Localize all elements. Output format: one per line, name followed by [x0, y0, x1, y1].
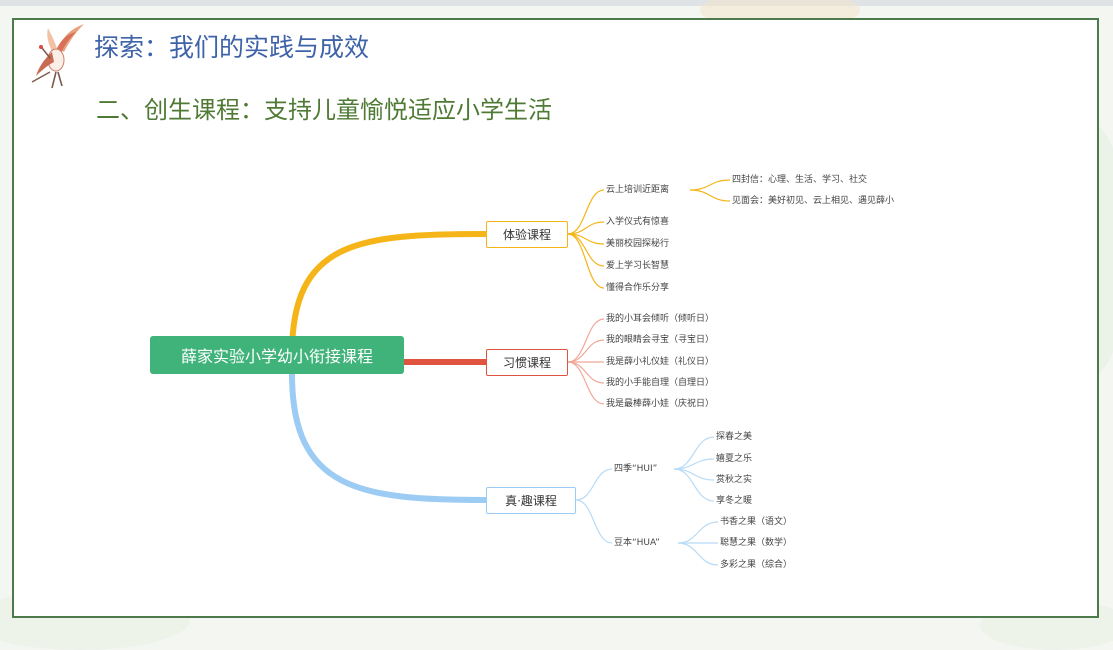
top-bar [0, 0, 1113, 6]
leaf-self-care-day: 我的小手能自理（自理日） [606, 378, 715, 388]
page-title: 探索：我们的实践与成效 [94, 33, 370, 62]
leaf-spring: 探春之美 [716, 432, 753, 442]
leaf-celebration-day: 我是最棒薛小娃（庆祝日） [606, 399, 715, 409]
leaf-campus-explore: 美丽校园探秘行 [606, 239, 670, 249]
branch-experience-course: 体验课程 [486, 221, 568, 248]
leaf-four-seasons: 四季“HUI” [614, 464, 658, 474]
slide-frame [12, 18, 1099, 618]
branch-fun-course: 真·趣课程 [486, 487, 576, 514]
leaf-meeting: 见面会：美好初见、云上相见、遇见薛小 [732, 196, 895, 206]
leaf-enrollment-ceremony: 入学仪式有惊喜 [606, 217, 670, 227]
leaf-four-letters: 四封信：心理、生活、学习、社交 [732, 175, 868, 185]
leaf-treasure-day: 我的眼睛会寻宝（寻宝日） [606, 335, 715, 345]
leaf-chinese-fruit: 书香之果（语文） [720, 517, 793, 527]
mindmap-connectors [289, 179, 731, 566]
leaf-cloud-training: 云上培训近距离 [606, 185, 670, 195]
leaf-autumn: 赏秋之实 [716, 475, 753, 485]
leaf-winter: 享冬之暖 [716, 496, 753, 506]
leaf-bean-book: 豆本“HUA” [614, 538, 660, 548]
leaf-listening-day: 我的小耳会倾听（倾听日） [606, 314, 715, 324]
page-subtitle: 二、创生课程：支持儿童愉悦适应小学生活 [96, 96, 552, 124]
leaf-love-learning: 爱上学习长智慧 [606, 261, 670, 271]
leaf-etiquette-day: 我是薛小礼仪娃（礼仪日） [606, 357, 715, 367]
leaf-math-fruit: 聪慧之果（数学） [720, 538, 793, 548]
leaf-cooperation: 懂得合作乐分享 [606, 283, 670, 293]
branch-habit-course: 习惯课程 [486, 349, 568, 376]
mindmap-center-node: 薛家实验小学幼小衔接课程 [150, 336, 404, 374]
leaf-summer: 嬉夏之乐 [716, 454, 753, 464]
crane-logo-icon [31, 24, 84, 89]
leaf-comprehensive-fruit: 多彩之果（综合） [720, 560, 793, 570]
